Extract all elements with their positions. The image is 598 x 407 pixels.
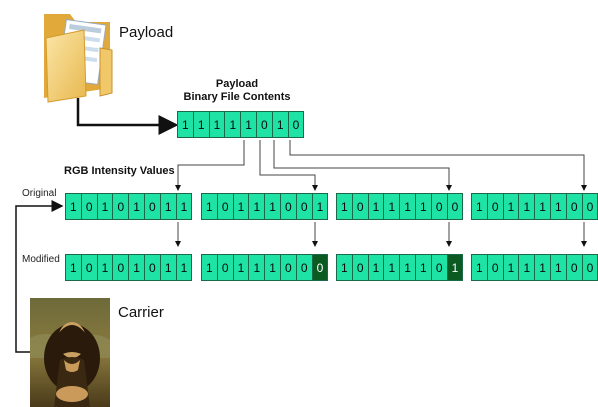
bit-cell: 0: [143, 193, 161, 220]
bit-cell: 1: [502, 193, 520, 220]
bit-cell: 1: [232, 193, 250, 220]
bit-cell: 0: [581, 193, 598, 220]
bit-cell: 1: [399, 254, 416, 281]
bit-cell: 1: [336, 254, 353, 281]
bit-route-3: [273, 140, 452, 191]
bit-cell: 0: [216, 193, 234, 220]
mona-lisa-image: [30, 298, 110, 407]
bit-cell: 0: [80, 254, 98, 281]
bit-cell: 1: [414, 193, 432, 220]
bit-cell: 0: [486, 254, 504, 281]
bit-cell: 0: [295, 254, 313, 281]
bit-cell: 1: [471, 193, 488, 220]
bit-cell: 0: [581, 254, 598, 281]
bit-cell: 0: [112, 193, 130, 220]
bit-cell: 1: [336, 193, 353, 220]
bit-cell: 0: [279, 193, 297, 220]
carrier-arrow: [15, 200, 64, 353]
bit-cell: 1: [159, 254, 177, 281]
bit-cell: 0: [486, 193, 504, 220]
carrier-label: Carrier: [118, 304, 164, 321]
bit-cell: 1: [549, 193, 567, 220]
bit-cell: 1: [128, 254, 145, 281]
bit-cell: 0: [279, 254, 297, 281]
modified-bit-cell: 0: [311, 254, 329, 281]
bit-cell: 0: [430, 254, 448, 281]
bit-cell: 0: [287, 111, 305, 138]
bit-cell: 0: [143, 254, 161, 281]
bit-cell: 1: [128, 193, 145, 220]
bit-cell: 1: [264, 193, 281, 220]
bit-cell: 0: [446, 193, 464, 220]
folder-icon: [44, 14, 113, 103]
bit-cell: 1: [240, 111, 257, 138]
bit-cell: 1: [159, 193, 177, 220]
bit-cell: 1: [201, 193, 218, 220]
bit-cell: 1: [549, 254, 567, 281]
bit-cell: 1: [383, 193, 401, 220]
bit-cell: 0: [430, 193, 448, 220]
bit-cell: 1: [232, 254, 250, 281]
bit-cell: 1: [502, 254, 520, 281]
bit-cell: 1: [175, 193, 193, 220]
bit-cell: 1: [175, 254, 193, 281]
bit-cell: 0: [565, 193, 583, 220]
bit-cell: 0: [80, 193, 98, 220]
bit-cell: 1: [248, 254, 266, 281]
bit-cell: 1: [534, 193, 551, 220]
bit-cell: 1: [399, 193, 416, 220]
bit-cell: 0: [216, 254, 234, 281]
bit-route-2: [259, 140, 318, 191]
bit-cell: 1: [177, 111, 194, 138]
bit-cell: 1: [264, 254, 281, 281]
bit-cell: 1: [208, 111, 226, 138]
bit-cell: 1: [518, 193, 536, 220]
bit-cell: 1: [518, 254, 536, 281]
bit-cell: 1: [367, 254, 385, 281]
payload-label: Payload: [119, 24, 174, 41]
bit-cell: 0: [565, 254, 583, 281]
bit-cell: 1: [383, 254, 401, 281]
bit-cell: 1: [96, 193, 114, 220]
bit-cell: 0: [295, 193, 313, 220]
bit-cell: 1: [65, 254, 82, 281]
bit-cell: 0: [112, 254, 130, 281]
bit-cell: 0: [351, 193, 369, 220]
bit-cell: 1: [224, 111, 242, 138]
bit-cell: 1: [65, 193, 82, 220]
payload-arrow: [76, 98, 179, 135]
bit-cell: 1: [414, 254, 432, 281]
payload-header: Payload Binary File Contents: [172, 78, 302, 104]
bit-route-4: [289, 140, 587, 191]
modified-bit-cell: 1: [446, 254, 464, 281]
rgb-intensity-label: RGB Intensity Values: [64, 165, 175, 177]
bit-cell: 1: [471, 254, 488, 281]
bit-cell: 0: [255, 111, 273, 138]
bit-cell: 1: [534, 254, 551, 281]
payload-header-line2: Binary File Contents: [183, 91, 291, 103]
bit-route-1: [175, 140, 245, 191]
bit-cell: 1: [367, 193, 385, 220]
bit-cell: 1: [248, 193, 266, 220]
modified-row-label: Modified: [22, 254, 60, 265]
bit-cell: 1: [96, 254, 114, 281]
bit-cell: 0: [351, 254, 369, 281]
bit-cell: 1: [311, 193, 329, 220]
original-row-label: Original: [22, 188, 57, 199]
bit-cell: 1: [192, 111, 210, 138]
payload-header-line1: Payload: [215, 78, 259, 90]
bit-cell: 1: [201, 254, 218, 281]
bit-cell: 1: [271, 111, 289, 138]
